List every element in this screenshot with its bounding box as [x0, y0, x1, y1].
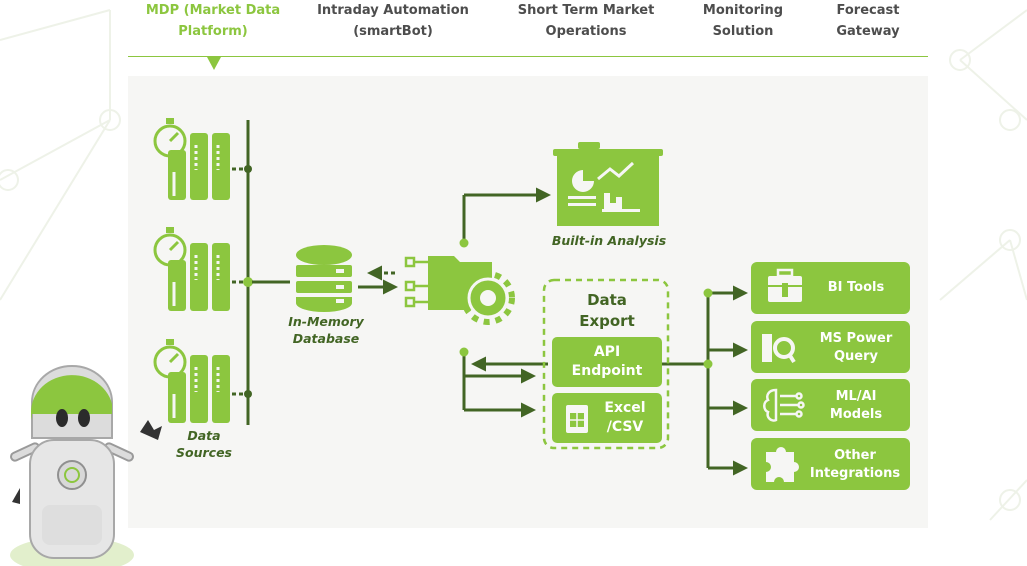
data-source-server-1	[153, 118, 230, 200]
in-memory-line1: In-Memory	[288, 314, 364, 329]
excel-csv-label[interactable]: Excel /CSV	[596, 399, 654, 437]
active-tab-pointer	[207, 57, 221, 70]
tab-intraday-line1: Intraday Automation	[317, 3, 469, 18]
tab-mdp-line2: Platform)	[178, 24, 248, 39]
ml-ai-line2: Models	[829, 407, 883, 422]
built-in-analysis-label: Built-in Analysis	[551, 233, 667, 248]
excel-line1: Excel	[604, 400, 646, 416]
tab-monitoring-line1: Monitoring	[702, 3, 784, 18]
data-export-title: Data Export	[560, 290, 654, 332]
robot-mascot	[10, 365, 162, 566]
tab-monitoring-solution[interactable]: Monitoring Solution	[688, 0, 798, 44]
tab-monitoring-line2: Solution	[712, 24, 774, 39]
ms-power-line2: Query	[833, 349, 878, 364]
tab-mdp-line1: MDP (Market Data	[145, 3, 281, 18]
bi-tools-label[interactable]: BI Tools	[808, 279, 904, 297]
in-memory-line2: Database	[292, 331, 360, 346]
data-export-line1: Data	[587, 291, 627, 309]
tab-forecast-line1: Forecast	[836, 3, 900, 18]
tab-underline	[128, 56, 928, 57]
api-line1: API	[593, 344, 621, 360]
ml-ai-models-box	[751, 379, 910, 431]
data-source-server-2	[153, 227, 230, 311]
ms-power-line1: MS Power	[819, 331, 893, 346]
in-memory-database-label: In-Memory Database	[276, 313, 376, 347]
other-integrations-label[interactable]: Other Integrations	[802, 447, 908, 483]
power-query-icon	[762, 334, 796, 364]
api-endpoint-label[interactable]: API Endpoint	[558, 343, 656, 381]
bi-tools-line1: BI Tools	[827, 280, 885, 295]
data-source-server-3	[153, 339, 230, 423]
ml-ai-models-label[interactable]: ML/AI Models	[808, 388, 904, 424]
tab-forecast-gateway[interactable]: Forecast Gateway	[818, 0, 918, 44]
api-line2: Endpoint	[571, 363, 643, 379]
tab-bar: MDP (Market Data Platform) Intraday Auto…	[128, 0, 928, 56]
ms-power-query-label[interactable]: MS Power Query	[808, 330, 904, 366]
tab-intraday-line2: (smartBot)	[353, 24, 433, 39]
api-endpoint-box	[552, 337, 662, 387]
other-line2: Integrations	[809, 466, 901, 481]
brain-circuit-icon	[763, 388, 805, 422]
toolbox-icon	[768, 268, 802, 302]
analytics-board-icon	[553, 142, 663, 226]
puzzle-icon	[766, 447, 799, 482]
tab-short-term-line2: Operations	[545, 24, 627, 39]
data-sources-label: Data Sources	[170, 427, 238, 461]
tab-forecast-line2: Gateway	[836, 24, 900, 39]
source-connectors	[232, 120, 290, 425]
ml-ai-line1: ML/AI	[835, 389, 877, 404]
data-sources-line2: Sources	[176, 445, 232, 460]
data-export-line2: Export	[579, 312, 635, 330]
processing-folder-gear-icon	[404, 256, 515, 325]
tab-mdp[interactable]: MDP (Market Data Platform)	[128, 0, 298, 44]
spreadsheet-icon	[566, 405, 588, 433]
tab-short-term-market[interactable]: Short Term Market Operations	[506, 0, 666, 44]
excel-line2: /CSV	[606, 419, 644, 435]
data-export-region	[542, 278, 670, 450]
data-sources-line1: Data	[187, 428, 221, 443]
database-icon	[296, 245, 352, 312]
tab-short-term-line1: Short Term Market	[517, 3, 655, 18]
other-line1: Other	[834, 448, 876, 463]
tab-intraday-automation[interactable]: Intraday Automation (smartBot)	[308, 0, 478, 44]
